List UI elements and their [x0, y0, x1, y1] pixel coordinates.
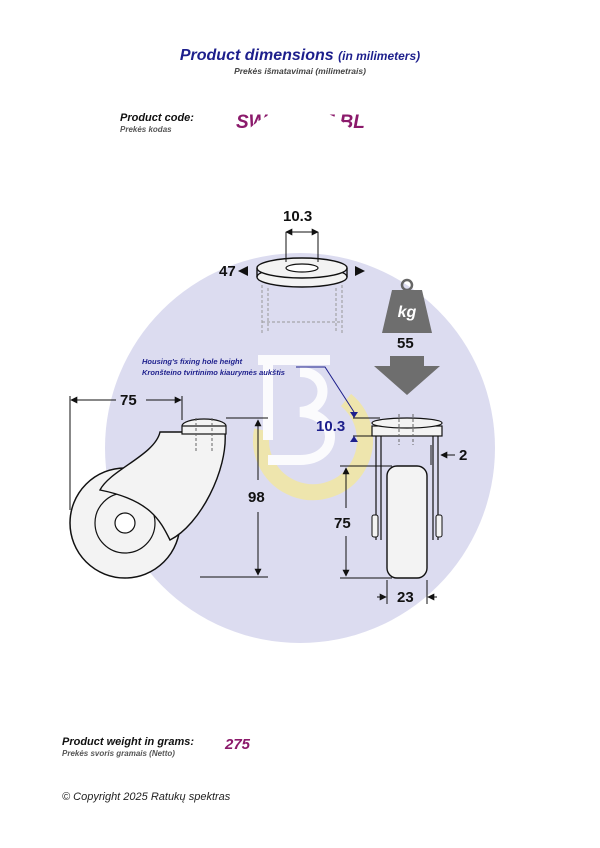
total-height-value: 98 — [248, 489, 265, 506]
title-unit: (in milimeters) — [338, 49, 421, 63]
housing-note-line2: Kronšteino tvirtinimo kiaurymės aukštis — [142, 368, 285, 377]
load-value: 55 — [397, 335, 414, 352]
weight-label: Product weight in grams: — [62, 736, 195, 748]
plate-diameter-value: 47 — [219, 263, 236, 280]
top-view-plate — [238, 228, 365, 333]
load-icon: kg — [382, 278, 432, 333]
page-title: Product dimensions (in milimeters) — [0, 47, 600, 65]
weight-value: 275 — [225, 736, 251, 753]
side-view-caster — [69, 418, 227, 579]
front-view-caster — [371, 414, 443, 579]
housing-note-leader — [296, 366, 355, 413]
product-code-label: Product code: — [120, 112, 194, 124]
wheel-diameter-value: 75 — [334, 515, 351, 532]
offset-value: 75 — [120, 392, 137, 409]
side-gap-value: 2 — [459, 447, 467, 464]
title-text: Product dimensions — [179, 47, 334, 64]
wheel-width-value: 23 — [397, 589, 414, 606]
load-arrow-icon — [374, 356, 440, 395]
page-subtitle: Prekės išmatavimai (milimetrais) — [234, 66, 366, 76]
fixing-hole-height-value: 10.3 — [316, 418, 345, 435]
watermark-logo — [253, 355, 373, 501]
housing-note-line1: Housing's fixing hole height — [142, 357, 243, 366]
load-unit: kg — [398, 304, 417, 321]
product-code-sublabel: Prekės kodas — [120, 125, 172, 134]
plate-hole-value: 10.3 — [283, 208, 312, 225]
weight-sublabel: Prekės svoris gramais (Netto) — [62, 749, 175, 758]
copyright: © Copyright 2025 Ratukų spektras — [62, 791, 231, 803]
